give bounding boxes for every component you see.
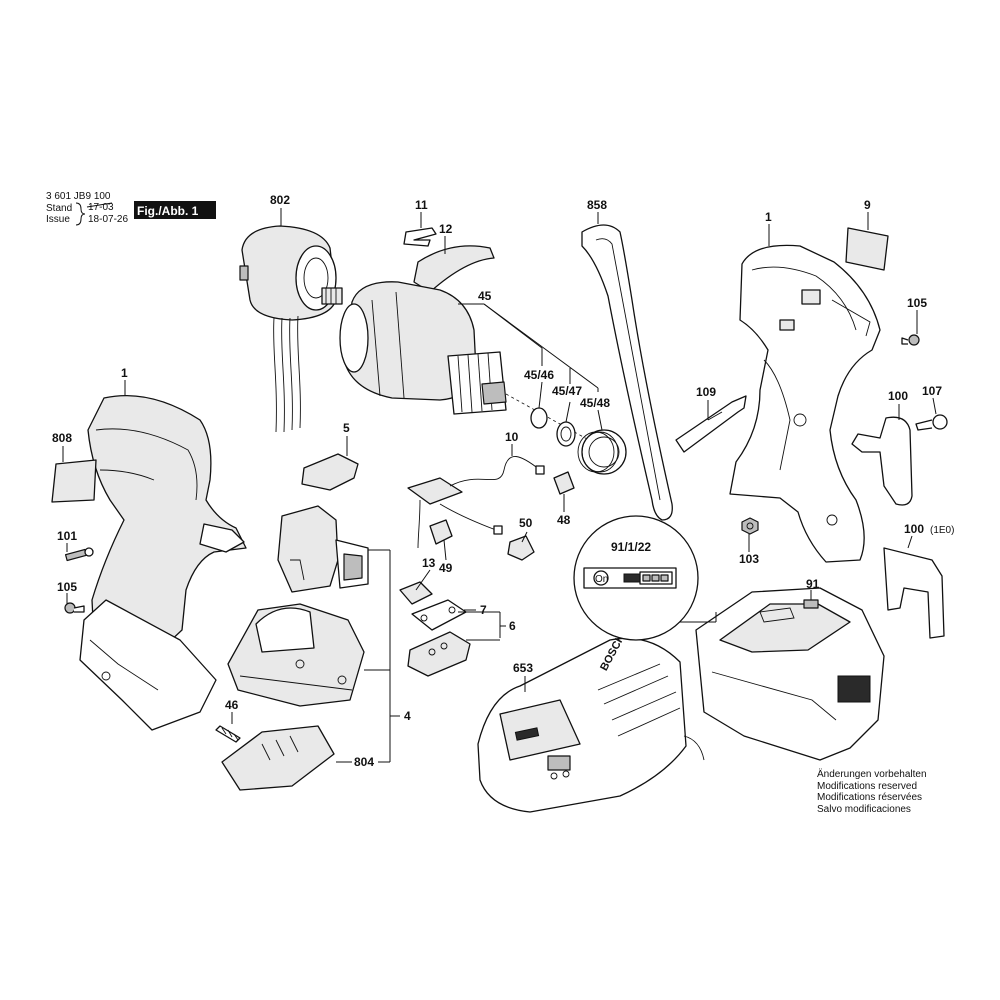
callout-858: 858 <box>587 198 607 212</box>
plate-part-7 <box>411 599 467 631</box>
callout-13: 13 <box>422 556 436 570</box>
part-number: 3 601 JB9 100 <box>46 191 111 202</box>
led-part-49 <box>429 519 453 545</box>
figure-label: Fig./Abb. 1 <box>137 204 199 218</box>
callout-5: 5 <box>343 421 350 435</box>
callout-6: 6 <box>509 619 516 633</box>
callout-50: 50 <box>519 516 533 530</box>
callout-4: 4 <box>404 709 411 723</box>
strap-part <box>581 224 673 521</box>
callout-7: 7 <box>480 603 487 617</box>
bit-part <box>675 395 747 453</box>
callout-45-46: 45/46 <box>524 368 554 382</box>
callout-49: 49 <box>439 561 453 575</box>
screw-part-105-top <box>901 334 920 346</box>
callout-45-47: 45/47 <box>552 384 582 398</box>
label-part-808 <box>51 459 97 503</box>
ring-part-46 <box>530 407 548 429</box>
nut-part-103 <box>741 517 759 535</box>
callout-1e0: (1E0) <box>930 525 954 536</box>
callout-1-top: 1 <box>765 210 772 224</box>
screw-part-107 <box>915 414 948 431</box>
housing-half-left <box>79 395 247 731</box>
callout-91: 91 <box>806 577 820 591</box>
battery-part <box>695 587 885 761</box>
callout-11: 11 <box>415 198 428 212</box>
spring-part-48 <box>577 429 627 475</box>
callout-109: 109 <box>696 385 716 399</box>
stand-label: Stand <box>46 203 72 214</box>
callout-91-1-22: 91/1/22 <box>611 540 651 554</box>
screw-part-105-left <box>64 602 85 614</box>
callout-45-48: 45/48 <box>580 396 610 410</box>
brace-icon <box>75 202 86 226</box>
callout-107: 107 <box>922 384 942 398</box>
callout-45: 45 <box>478 289 492 303</box>
leader-lines <box>62 208 937 763</box>
callout-9: 9 <box>864 198 871 212</box>
callouts: 802 11 12 858 1 9 45 105 1 45/46 45/47 4… <box>52 193 954 769</box>
spring-part-46 <box>215 725 241 743</box>
note-line: Salvo modificaciones <box>817 803 911 815</box>
callout-100-1e0: 100 <box>904 522 924 536</box>
gear-housing-part <box>339 281 597 445</box>
strikethrough-line <box>86 202 113 208</box>
callout-1-left: 1 <box>121 366 128 380</box>
figure-badge <box>134 201 216 219</box>
pad-part-13 <box>399 581 433 605</box>
contact-plate-part <box>221 725 335 791</box>
callout-105-top: 105 <box>907 296 927 310</box>
callout-48: 48 <box>557 513 571 527</box>
ring-part-47 <box>556 421 576 447</box>
detail-bubble: On <box>573 515 717 641</box>
belt-clip-part <box>851 416 913 506</box>
callout-10: 10 <box>505 430 519 444</box>
modification-notes: Änderungen vorbehalten Modifications res… <box>817 769 997 815</box>
electronics-board-part <box>227 603 365 707</box>
charger-part: BOSCH <box>477 632 705 813</box>
note-line: Modifications reserved <box>817 780 918 792</box>
switch-module-part <box>277 505 369 593</box>
slide-part <box>301 453 359 491</box>
issue-label: Issue <box>46 214 70 225</box>
wire-harness-part <box>407 456 545 549</box>
callout-100: 100 <box>888 389 908 403</box>
latch-part-48 <box>553 471 575 495</box>
callout-802: 802 <box>270 193 290 207</box>
button-part-50 <box>507 535 535 561</box>
stand-date: 17-03 <box>88 202 114 213</box>
housing-half-right <box>729 244 881 563</box>
issue-date: 18-07-26 <box>88 214 128 225</box>
callout-103: 103 <box>739 552 759 566</box>
callout-808: 808 <box>52 431 72 445</box>
cover-part <box>413 245 495 293</box>
motor-part <box>239 225 343 433</box>
screw-part-101 <box>64 547 94 562</box>
header: 3 601 JB9 100 Stand Issue 17-03 18-07-26… <box>46 191 216 226</box>
label-part-9 <box>845 227 889 271</box>
battery-icon-button-label: On <box>595 574 608 585</box>
cover-part-6 <box>407 631 471 677</box>
clip-part <box>403 227 437 247</box>
callout-12: 12 <box>439 222 453 236</box>
belt-clip-part-1e0 <box>883 547 945 639</box>
callout-101: 101 <box>57 529 77 543</box>
note-line: Modifications réservées <box>817 792 923 803</box>
note-line: Änderungen vorbehalten <box>817 769 927 780</box>
callout-653: 653 <box>513 661 533 675</box>
callout-105-left: 105 <box>57 580 77 594</box>
callout-804: 804 <box>354 755 374 769</box>
callout-46: 46 <box>225 698 239 712</box>
